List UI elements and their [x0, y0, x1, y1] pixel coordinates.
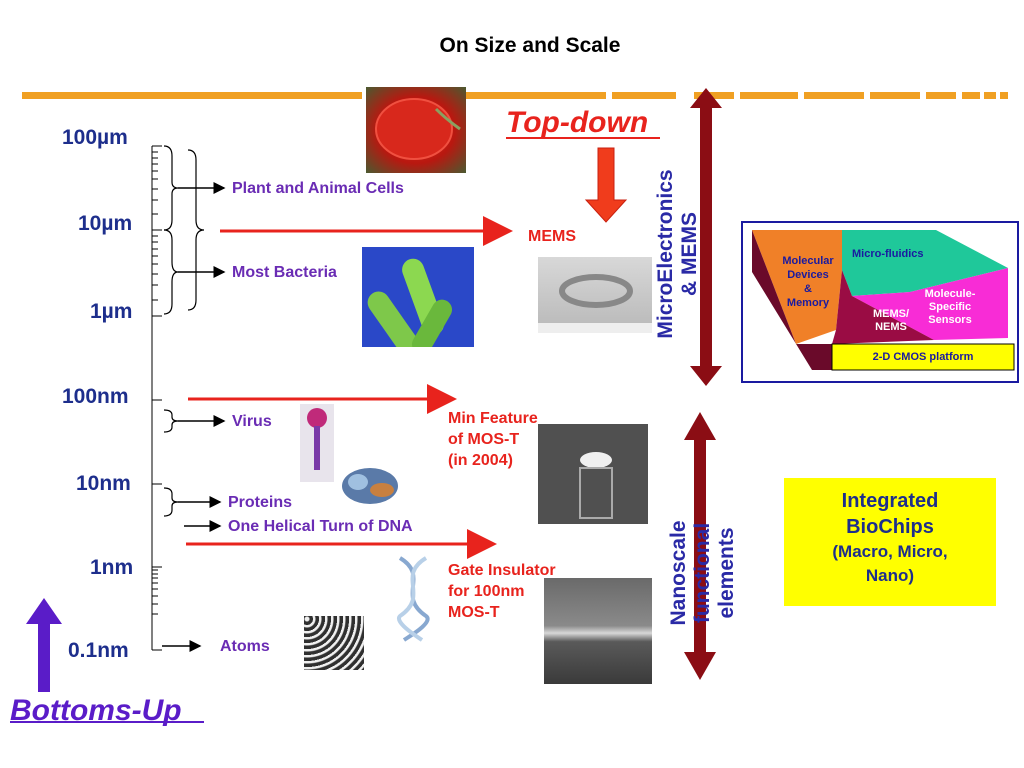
label-micro-fluidics: Micro-fluidics — [852, 248, 924, 260]
scale-label-10nm: 10nm — [76, 472, 131, 495]
label-mems-nems: MEMS/NEMS — [872, 308, 910, 333]
top-down-arrow — [584, 147, 628, 223]
label-mems: MEMS — [528, 228, 576, 245]
top-down-label: Top-down — [506, 106, 649, 139]
platform-diagram — [741, 221, 1019, 383]
protein-image — [338, 462, 408, 508]
page-title: On Size and Scale — [439, 34, 621, 57]
label-proteins: Proteins — [228, 494, 293, 511]
bottoms-up-label: Bottoms-Up — [10, 694, 182, 727]
log-scale-ruler — [151, 145, 162, 651]
microelectronics-double-arrow — [690, 88, 722, 386]
label-most-bacteria: Most Bacteria — [232, 264, 337, 281]
dna-image — [390, 556, 436, 642]
scale-label-0-1nm: 0.1nm — [68, 639, 129, 662]
label-microelectronics-mems: MicroElectronics& MEMS — [654, 169, 701, 339]
scale-label-1nm: 1nm — [90, 556, 134, 579]
label-virus: Virus — [232, 413, 272, 430]
bottoms-up-arrow — [26, 598, 62, 692]
black-arrows — [162, 182, 226, 652]
label-atoms: Atoms — [220, 638, 270, 655]
scale-label-10um: 10µm — [78, 212, 133, 235]
label-cmos-platform: 2-D CMOS platform — [872, 351, 974, 363]
red-arrows — [186, 216, 513, 559]
virus-image — [300, 404, 334, 482]
brace-group — [163, 145, 205, 517]
scale-label-100nm: 100nm — [62, 385, 129, 408]
label-plant-animal-cells: Plant and Animal Cells — [232, 180, 404, 197]
red-blood-cell-image — [366, 87, 466, 173]
bacteria-image — [362, 247, 474, 347]
scale-label-1um: 1µm — [90, 300, 133, 323]
biochips-box: Integrated BioChips (Macro, Micro, Nano) — [784, 478, 996, 606]
mos-transistor-image — [538, 424, 648, 524]
gate-insulator-image — [544, 578, 652, 684]
scale-label-100um: 100µm — [62, 126, 128, 149]
atoms-image — [304, 616, 364, 670]
nanoscale-double-arrow — [684, 412, 716, 680]
mems-image — [538, 257, 652, 333]
label-dna-turn: One Helical Turn of DNA — [228, 518, 413, 535]
